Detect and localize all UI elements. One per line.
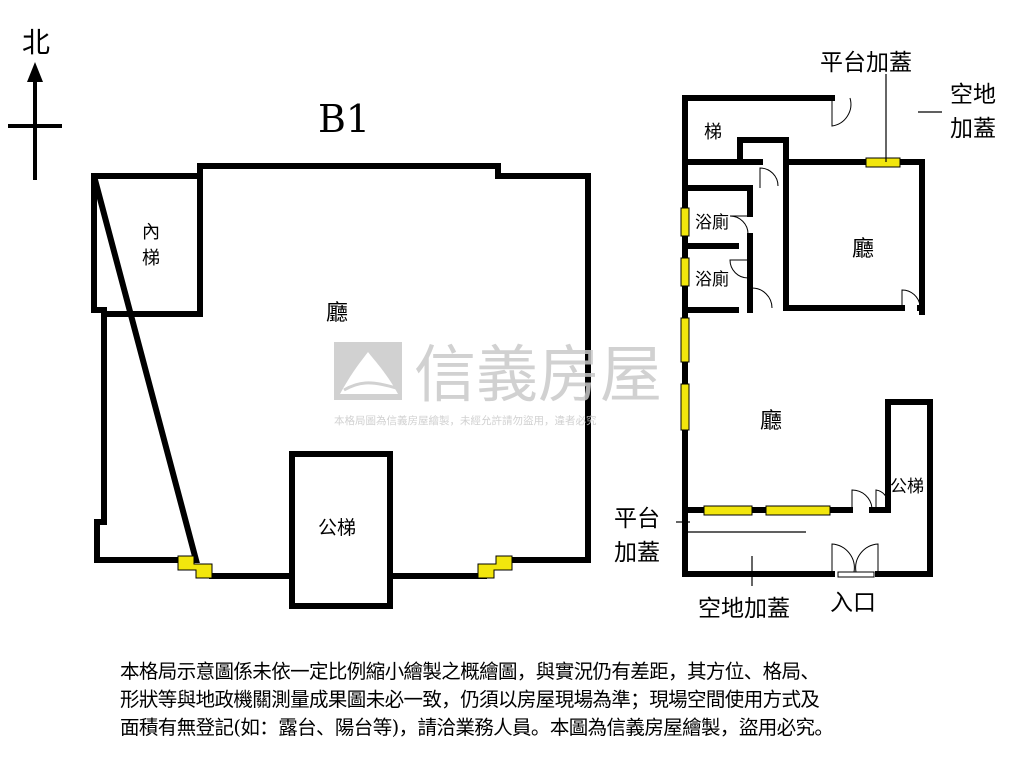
entrance-threshold	[837, 571, 875, 578]
right-floor-plan: 梯 平台加蓋 空地 加蓋 浴廁 浴廁 廳 廳 公梯 平台 加蓋 空地加蓋 入口	[614, 50, 996, 622]
open-space-top-label-line1: 空地	[950, 82, 996, 108]
watermark-sub: 本格局圖為信義房屋繪製，未經允許請勿盜用，違者必究	[334, 414, 597, 427]
door-top	[831, 97, 852, 127]
right-stair-room-wall	[682, 137, 789, 308]
inner-stair-label-line2: 梯	[142, 248, 160, 269]
upper-hall-label: 廳	[852, 237, 874, 262]
entrance-double-door	[831, 543, 879, 574]
open-space-top-label-line2: 加蓋	[950, 116, 996, 142]
door-bath-2	[729, 259, 750, 279]
bath-partitions	[682, 185, 925, 313]
left-floor-plan: 內 梯 廳 公梯	[91, 163, 591, 609]
windows	[680, 157, 901, 516]
door-public-stair	[875, 489, 889, 510]
window-hall-2	[680, 383, 690, 431]
left-window-1	[177, 555, 213, 579]
public-stair-box-wall	[289, 451, 393, 579]
right-stair-label: 梯	[704, 122, 722, 143]
left-window-2	[477, 555, 513, 579]
right-outer-wall	[682, 95, 933, 577]
bath-1-label: 浴廁	[695, 212, 729, 233]
disclaimer-line-2: 形狀等與地政機關測量成果圖未必一致，仍須以房屋現場為準；現場空間使用方式及	[120, 688, 820, 711]
disclaimer: 本格局示意圖係未依一定比例縮小繪製之概繪圖，與實況仍有差距，其方位、格局、 形狀…	[120, 658, 1010, 742]
disclaimer-line-3: 面積有無登記(如：露台、陽台等)，請洽業務人員。本圖為信義房屋繪製，盜用必究。	[120, 716, 834, 739]
window-platform-1	[703, 505, 753, 516]
door-upper-hall	[901, 289, 921, 308]
inner-stair-room-wall	[101, 173, 203, 317]
window-top	[865, 157, 901, 168]
platform-bottom-label-line1: 平台	[614, 506, 660, 532]
watermark-brand: 信義房屋	[414, 338, 662, 411]
floor-title: B1	[318, 97, 370, 141]
left-hall-label: 廳	[326, 301, 348, 326]
platform-top-label: 平台加蓋	[820, 50, 912, 76]
north-label: 北	[22, 26, 50, 59]
window-bath-1	[680, 207, 690, 237]
window-bath-2	[680, 257, 690, 287]
door-platform	[851, 489, 873, 510]
right-public-stair-label: 公梯	[890, 477, 924, 497]
inner-stair-label-line1: 內	[142, 222, 160, 243]
entrance-label: 入口	[830, 590, 876, 616]
watermark: 信義房屋 本格局圖為信義房屋繪製，未經允許請勿盜用，違者必究	[334, 338, 662, 427]
platform-bottom-label-line2: 加蓋	[614, 540, 660, 566]
lower-hall-label: 廳	[760, 409, 782, 434]
door-bath-lower	[751, 287, 773, 310]
door-bath-upper	[759, 167, 779, 188]
watermark-logo-wave-icon	[343, 381, 397, 392]
open-space-bottom-label: 空地加蓋	[698, 596, 790, 622]
bath-2-label: 浴廁	[695, 269, 729, 290]
window-hall-1	[680, 317, 690, 363]
disclaimer-line-1: 本格局示意圖係未依一定比例縮小繪製之概繪圖，與實況仍有差距，其方位、格局、	[120, 660, 820, 683]
north-arrow-head	[27, 62, 43, 82]
doors	[729, 97, 921, 578]
floor-plan: 北 B1 內 梯 廳 公梯	[8, 26, 996, 622]
door-bath-1	[729, 215, 750, 235]
north-compass: 北	[8, 26, 62, 180]
left-public-stair-label: 公梯	[318, 517, 356, 539]
window-platform-2	[765, 505, 831, 516]
